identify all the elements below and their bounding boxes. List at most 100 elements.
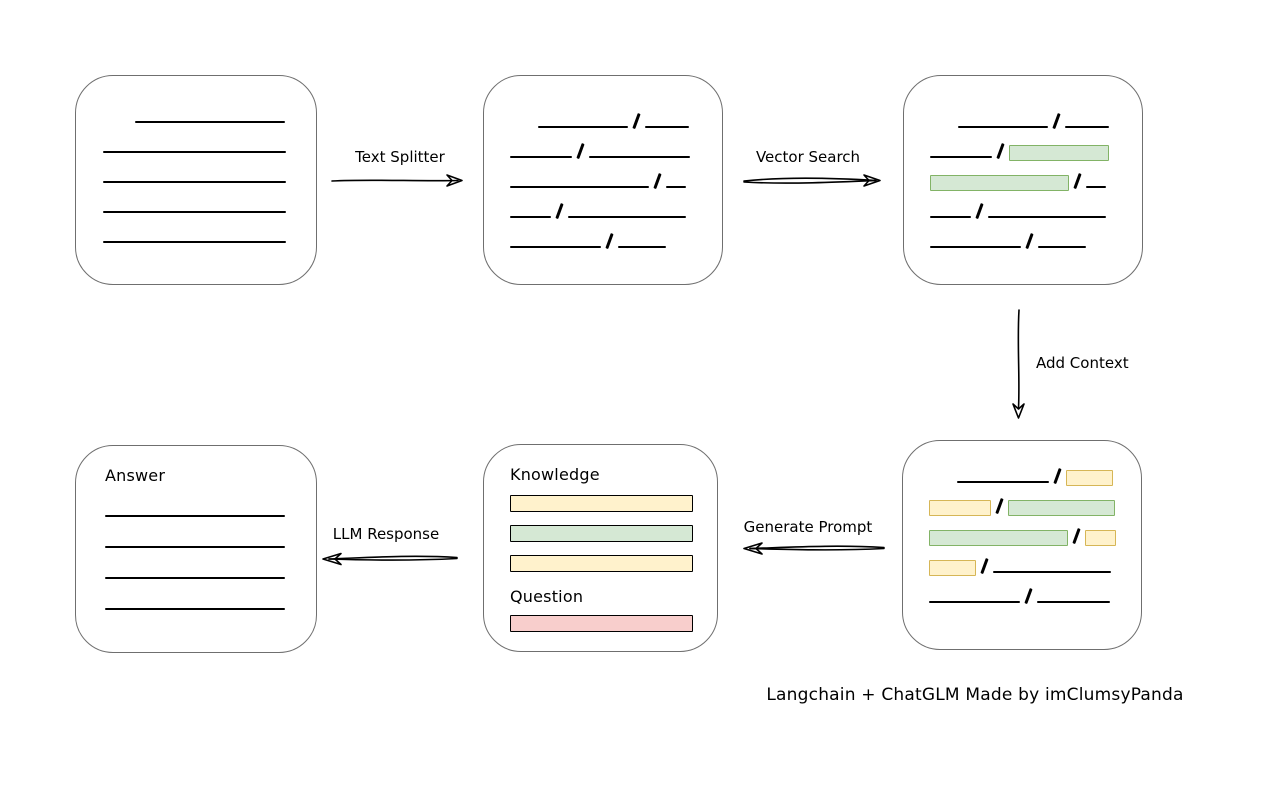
slash-separator-icon bbox=[1052, 113, 1061, 129]
text-line bbox=[1037, 246, 1086, 248]
knowledge-bar bbox=[510, 525, 693, 542]
context-chunk-lines bbox=[929, 453, 1116, 604]
doc-row bbox=[929, 573, 1115, 604]
text-splitter-label: Text Splitter bbox=[355, 148, 445, 166]
text-line bbox=[538, 126, 628, 128]
add-context-arrow-icon bbox=[1012, 309, 1025, 419]
doc-row bbox=[103, 153, 289, 183]
doc-row bbox=[930, 218, 1116, 249]
knowledge-bars bbox=[510, 495, 693, 572]
doc-row bbox=[105, 517, 287, 548]
doc-row bbox=[510, 128, 696, 159]
green-highlight bbox=[930, 175, 1069, 191]
text-line bbox=[103, 241, 286, 243]
text-line bbox=[567, 216, 686, 218]
generate-prompt-arrow-icon bbox=[743, 542, 885, 555]
text-line bbox=[930, 246, 1021, 248]
yellow-highlight bbox=[1065, 470, 1113, 486]
text-line bbox=[987, 216, 1106, 218]
doc-row bbox=[930, 98, 1116, 129]
question-bar bbox=[510, 615, 693, 632]
llm-response-arrow-icon bbox=[322, 552, 458, 566]
node-split-chunks bbox=[483, 75, 723, 285]
doc-row bbox=[103, 123, 289, 153]
slash-separator-icon bbox=[995, 498, 1004, 514]
text-line bbox=[510, 156, 572, 158]
node-vector-matched-chunks bbox=[903, 75, 1143, 285]
text-line bbox=[930, 216, 971, 218]
answer-heading: Answer bbox=[105, 466, 166, 485]
slash-separator-icon bbox=[1072, 528, 1081, 544]
knowledge-bar bbox=[510, 555, 693, 572]
vector-search-label: Vector Search bbox=[755, 148, 861, 166]
add-context-label: Add Context bbox=[1036, 354, 1129, 372]
text-line bbox=[992, 571, 1111, 573]
doc-row bbox=[930, 158, 1116, 191]
doc-row bbox=[105, 486, 287, 517]
knowledge-bar bbox=[510, 495, 693, 512]
doc-row bbox=[929, 543, 1115, 576]
document-lines bbox=[103, 93, 289, 243]
matched-chunk-lines bbox=[930, 98, 1116, 249]
doc-row bbox=[103, 213, 289, 243]
text-line bbox=[105, 515, 285, 517]
slash-separator-icon bbox=[576, 143, 585, 159]
node-prompt: Knowledge Question bbox=[483, 444, 718, 652]
text-line bbox=[958, 126, 1048, 128]
llm-response-label: LLM Response bbox=[332, 525, 440, 543]
text-line bbox=[1085, 186, 1106, 188]
slash-separator-icon bbox=[632, 113, 641, 129]
yellow-highlight bbox=[929, 560, 976, 576]
node-source-document bbox=[75, 75, 317, 285]
doc-row bbox=[930, 128, 1116, 161]
doc-row bbox=[930, 188, 1116, 219]
node-answer: Answer bbox=[75, 445, 317, 653]
text-line bbox=[588, 156, 690, 158]
question-bars bbox=[510, 615, 693, 632]
attribution-text: Langchain + ChatGLM Made by imClumsyPand… bbox=[766, 685, 1184, 705]
text-line bbox=[1036, 601, 1110, 603]
doc-row bbox=[103, 183, 289, 213]
doc-row bbox=[929, 513, 1116, 546]
yellow-highlight bbox=[929, 500, 991, 516]
green-highlight bbox=[1008, 145, 1109, 161]
slash-separator-icon bbox=[605, 233, 614, 249]
text-line bbox=[510, 246, 601, 248]
green-highlight bbox=[1007, 500, 1115, 516]
text-line bbox=[103, 151, 286, 153]
text-line bbox=[103, 181, 286, 183]
node-context-chunks bbox=[902, 440, 1142, 650]
doc-row bbox=[105, 579, 287, 610]
doc-row bbox=[105, 548, 287, 579]
text-line bbox=[1064, 126, 1109, 128]
doc-row bbox=[510, 188, 696, 219]
green-highlight bbox=[929, 530, 1068, 546]
text-line bbox=[510, 216, 551, 218]
slash-separator-icon bbox=[1025, 233, 1034, 249]
vector-search-arrow-icon bbox=[743, 174, 881, 187]
slash-separator-icon bbox=[1053, 468, 1062, 484]
doc-row bbox=[103, 93, 289, 123]
text-line bbox=[930, 156, 992, 158]
doc-row bbox=[929, 453, 1115, 486]
slash-separator-icon bbox=[996, 143, 1005, 159]
text-line bbox=[929, 601, 1020, 603]
generate-prompt-label: Generate Prompt bbox=[743, 518, 873, 536]
text-line bbox=[957, 481, 1049, 483]
doc-row bbox=[510, 218, 696, 249]
text-line bbox=[644, 126, 689, 128]
text-line bbox=[105, 608, 285, 610]
slash-separator-icon bbox=[1073, 173, 1082, 189]
text-line bbox=[617, 246, 666, 248]
split-chunk-lines bbox=[510, 98, 696, 249]
text-line bbox=[103, 211, 286, 213]
text-line bbox=[105, 577, 285, 579]
slash-separator-icon bbox=[975, 203, 984, 219]
text-line bbox=[665, 186, 686, 188]
slash-separator-icon bbox=[555, 203, 564, 219]
question-heading: Question bbox=[510, 587, 584, 606]
text-line bbox=[105, 546, 285, 548]
doc-row bbox=[929, 483, 1115, 516]
text-line bbox=[510, 186, 649, 188]
